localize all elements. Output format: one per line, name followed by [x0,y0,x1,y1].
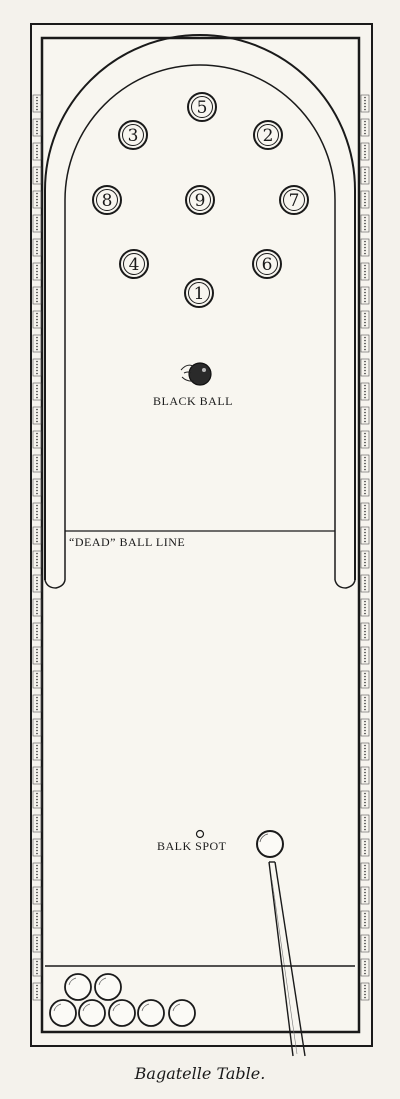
tray-ball [168,999,196,1027]
hole-8: 8 [92,185,122,215]
hole-number-5: 5 [197,98,208,118]
hole-3: 3 [118,120,148,150]
black-ball-label: BLACK BALL [153,394,233,408]
hole-1: 1 [184,278,214,308]
tray-ball [108,999,136,1027]
tray-ball [64,973,92,1001]
dead-ball-line-label: “DEAD” BALL LINE [69,535,186,549]
hole-number-8: 8 [102,191,113,211]
balk-spot [195,829,205,839]
tray-balls [49,973,196,1027]
right-cushion-dots [360,94,370,1001]
figure-caption: Bagatelle Table. [134,1064,266,1083]
hole-number-4: 4 [129,255,140,275]
tray-ball [94,973,122,1001]
hole-7: 7 [279,185,309,215]
left-cushion-dots [32,94,42,1001]
tray-ball [49,999,77,1027]
hole-9: 9 [185,185,215,215]
hole-5: 5 [187,92,217,122]
arch-foot-left [44,579,66,589]
hole-4: 4 [119,249,149,279]
tray-ball [137,999,165,1027]
hole-2: 2 [253,120,283,150]
hole-number-3: 3 [128,126,139,146]
bagatelle-table-diagram: 5 3 2 8 9 7 4 6 1 [30,23,373,1057]
cue-ball [256,830,284,858]
arch-inner [64,64,336,580]
arch-foot-right [334,579,356,589]
numbered-holes: 5 3 2 8 9 7 4 6 1 [92,92,309,308]
hole-number-6: 6 [262,255,273,275]
balk-spot-label: BALK SPOT [157,839,227,853]
hole-number-1: 1 [194,284,205,304]
black-ball [180,362,212,386]
hole-number-9: 9 [195,191,206,211]
hole-6: 6 [252,249,282,279]
hole-number-2: 2 [263,126,274,146]
tray-ball [78,999,106,1027]
arch-outer [44,34,356,580]
cue-stick [268,861,306,1057]
hole-number-7: 7 [289,191,300,211]
